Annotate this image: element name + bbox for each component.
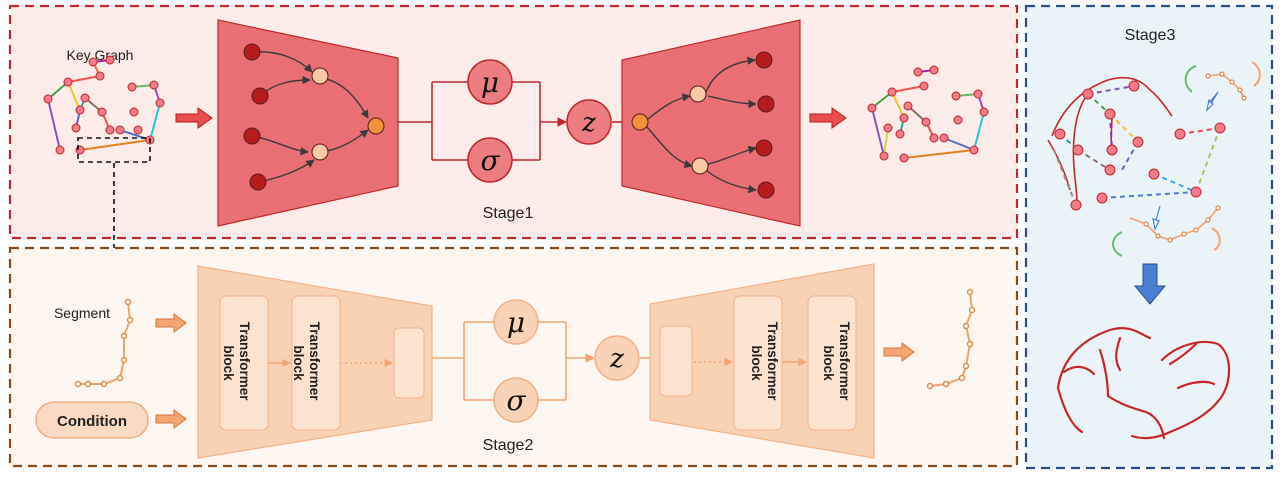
svg-text:z: z	[581, 108, 596, 138]
svg-text:μ: μ	[507, 306, 525, 339]
segment-output	[926, 288, 976, 390]
stage2-encoder-block-1: Transformer block	[219, 295, 269, 431]
key-graph-output	[867, 65, 989, 163]
stage2-output-arrow	[883, 342, 915, 362]
key-graph-input	[43, 55, 165, 163]
stage1-encoder-graph	[243, 43, 385, 191]
stage2-encoder-block-3	[393, 327, 425, 399]
svg-text:Transformer block: Transformer block	[749, 322, 780, 405]
stage1-input-arrow	[175, 107, 213, 129]
svg-text:Transformer block: Transformer block	[291, 322, 322, 405]
stage1-mu-node: μ	[467, 59, 513, 105]
condition-input-arrow	[155, 409, 187, 429]
stage1-latent-connectors	[398, 81, 622, 161]
stage2-mu-node: μ	[493, 299, 539, 345]
stage2-decoder-block-2: Transformer block	[733, 295, 783, 431]
stage1-decoder	[621, 19, 801, 227]
segment-input	[74, 298, 134, 388]
svg-text:Transformer block: Transformer block	[821, 322, 852, 405]
stage3-down-arrow	[1133, 263, 1167, 305]
stage2-sigma-node: σ	[493, 377, 539, 423]
stage1-encoder	[217, 19, 399, 227]
stage2-z-node: z	[594, 335, 640, 381]
segment-label: Segment	[54, 305, 110, 321]
segment-selection-box	[77, 137, 151, 163]
svg-text:Condition: Condition	[57, 413, 127, 430]
svg-text:μ: μ	[481, 66, 499, 99]
stage2-decoder-block-1	[659, 325, 693, 397]
stage1-output-arrow	[809, 107, 847, 129]
stage2-encoder-block-2: Transformer block	[291, 295, 341, 431]
stage3-assembly-graph	[1047, 61, 1261, 257]
stage3-label: Stage3	[1125, 27, 1176, 44]
svg-text:σ: σ	[506, 384, 526, 417]
stage1-label: Stage1	[483, 205, 534, 222]
svg-text:z: z	[609, 344, 624, 374]
stage1-z-node: z	[566, 99, 612, 145]
stage1-panel: Key Graph	[8, 4, 1019, 240]
stage3-panel: Stage3	[1024, 4, 1274, 470]
stage1-sigma-node: σ	[467, 137, 513, 183]
stage2-panel: Segment Condition Transformer block	[8, 246, 1019, 468]
key-graph-label: Key Graph	[67, 47, 134, 63]
segment-input-arrow	[155, 313, 187, 333]
stage2-decoder-block-3: Transformer block	[807, 295, 857, 431]
condition-badge: Condition	[35, 401, 149, 439]
svg-text:Transformer block: Transformer block	[221, 322, 252, 405]
stage1-decoder-graph	[631, 51, 775, 199]
stage3-output-vessel	[1056, 327, 1231, 440]
stage2-latent-connectors	[432, 321, 650, 401]
stage2-label: Stage2	[483, 437, 534, 454]
svg-text:σ: σ	[480, 144, 500, 177]
